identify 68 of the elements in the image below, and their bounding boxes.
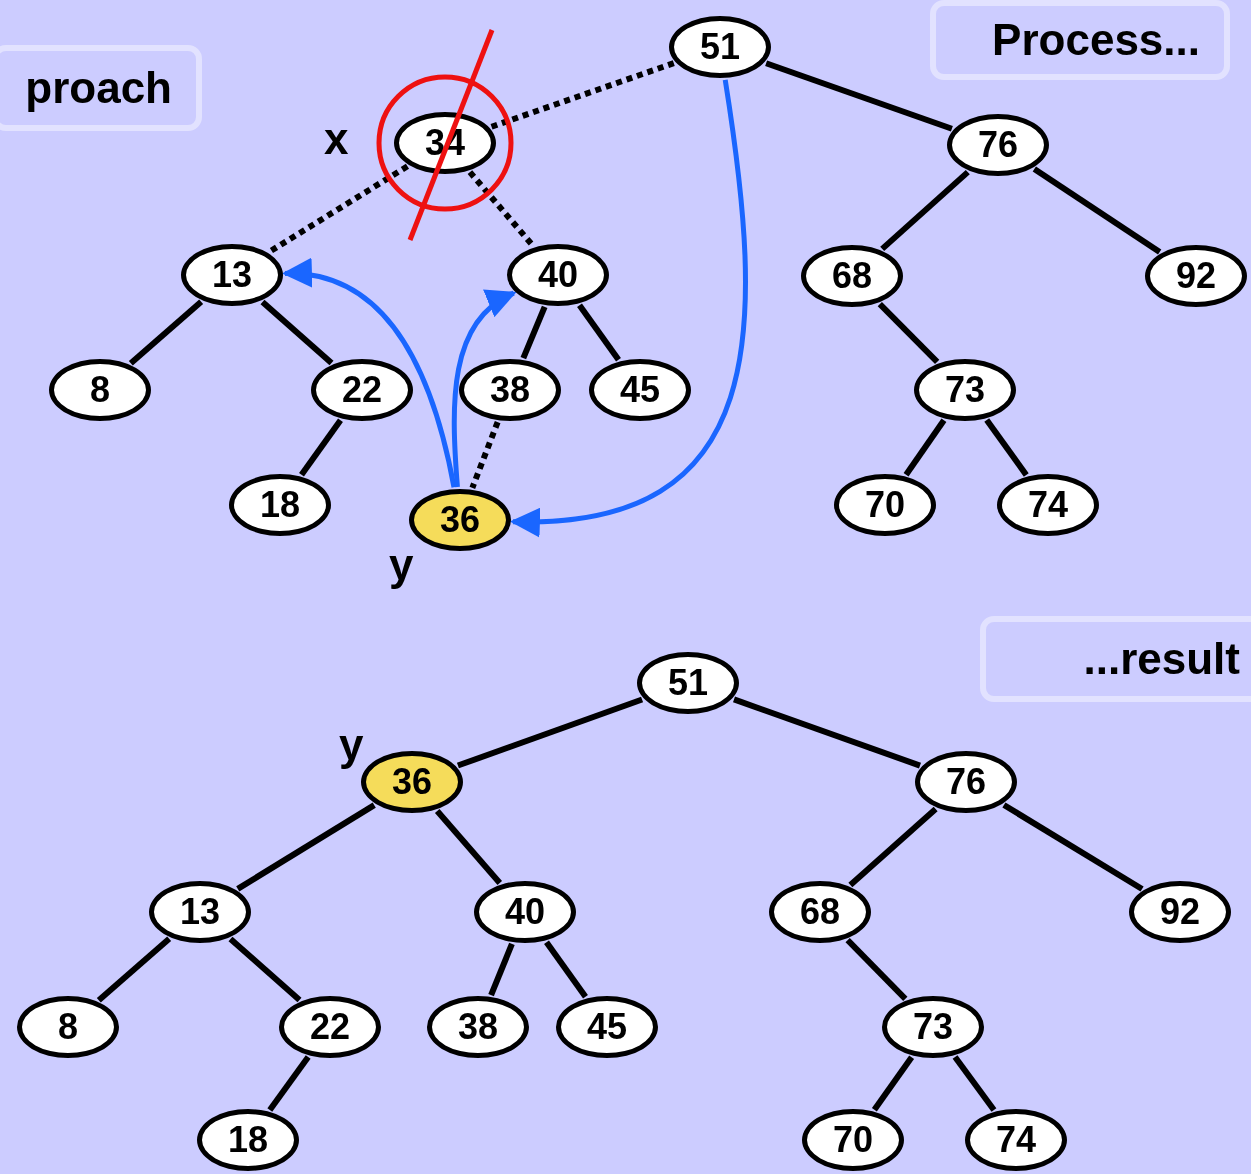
node-value: 74 [1027, 487, 1068, 523]
tree-edge [848, 806, 938, 888]
tree-edge [490, 60, 675, 130]
node-value: 51 [667, 665, 708, 701]
tree-edge [1032, 166, 1162, 255]
node-value: 38 [457, 1009, 498, 1045]
node-value: 40 [537, 257, 578, 293]
node-value: 22 [309, 1009, 350, 1045]
node-value: 70 [832, 1122, 873, 1158]
tree-edge [96, 936, 172, 1003]
node-value: 8 [90, 372, 110, 408]
tree-edge [845, 938, 908, 1001]
tree-edge [128, 299, 204, 366]
node-value: 22 [341, 372, 382, 408]
tree-edge [765, 60, 953, 132]
tree-edge [880, 169, 970, 252]
tree-edge [268, 163, 409, 255]
arrow [509, 79, 748, 536]
node-value: 92 [1175, 258, 1216, 294]
tree-edge [434, 809, 503, 885]
tree-node [507, 244, 609, 306]
box-title: Process... [992, 18, 1200, 62]
tree-edge [1002, 802, 1144, 892]
tree-edge [469, 421, 501, 489]
node-value: 13 [179, 894, 220, 930]
node-value: 51 [699, 29, 740, 65]
tree-edge [488, 942, 515, 997]
tree-edge [984, 418, 1029, 477]
tree-edge [467, 170, 536, 248]
tree-edge [456, 696, 644, 769]
node-value: 76 [945, 764, 986, 800]
tree-edge [299, 418, 343, 477]
tree-edge [260, 299, 334, 366]
node-value: 18 [259, 487, 300, 523]
tree-edge [228, 936, 302, 1003]
box-title: ...result [1083, 637, 1240, 681]
variable-label: y [339, 723, 364, 767]
tree-edge [952, 1055, 997, 1112]
tree-edge [577, 303, 621, 362]
variable-label: y [389, 543, 414, 587]
node-value: 36 [439, 502, 480, 538]
node-value: 36 [391, 764, 432, 800]
node-value: 8 [58, 1009, 78, 1045]
box-title: proach [25, 66, 172, 110]
node-value: 73 [912, 1009, 953, 1045]
node-value: 18 [227, 1122, 268, 1158]
node-value: 13 [211, 257, 252, 293]
node-value: 76 [977, 127, 1018, 163]
node-value: 45 [619, 372, 660, 408]
node-value: 45 [586, 1009, 627, 1045]
node-value: 68 [831, 258, 872, 294]
arrow [451, 290, 517, 488]
tree-edge [236, 802, 376, 892]
node-value: 74 [995, 1122, 1036, 1158]
tree-node [311, 359, 413, 421]
tree-edge [267, 1055, 311, 1112]
arrow [281, 260, 457, 488]
node-value: 40 [504, 894, 545, 930]
node-value: 38 [489, 372, 530, 408]
node-value: 92 [1159, 894, 1200, 930]
tree-edge [544, 940, 588, 999]
node-value: 73 [944, 372, 985, 408]
tree-edge [520, 305, 548, 360]
node-value: 68 [799, 894, 840, 930]
tree-edge [733, 696, 921, 769]
tree-edge [871, 1055, 915, 1112]
node-value: 70 [864, 487, 905, 523]
variable-label: x [324, 117, 349, 161]
